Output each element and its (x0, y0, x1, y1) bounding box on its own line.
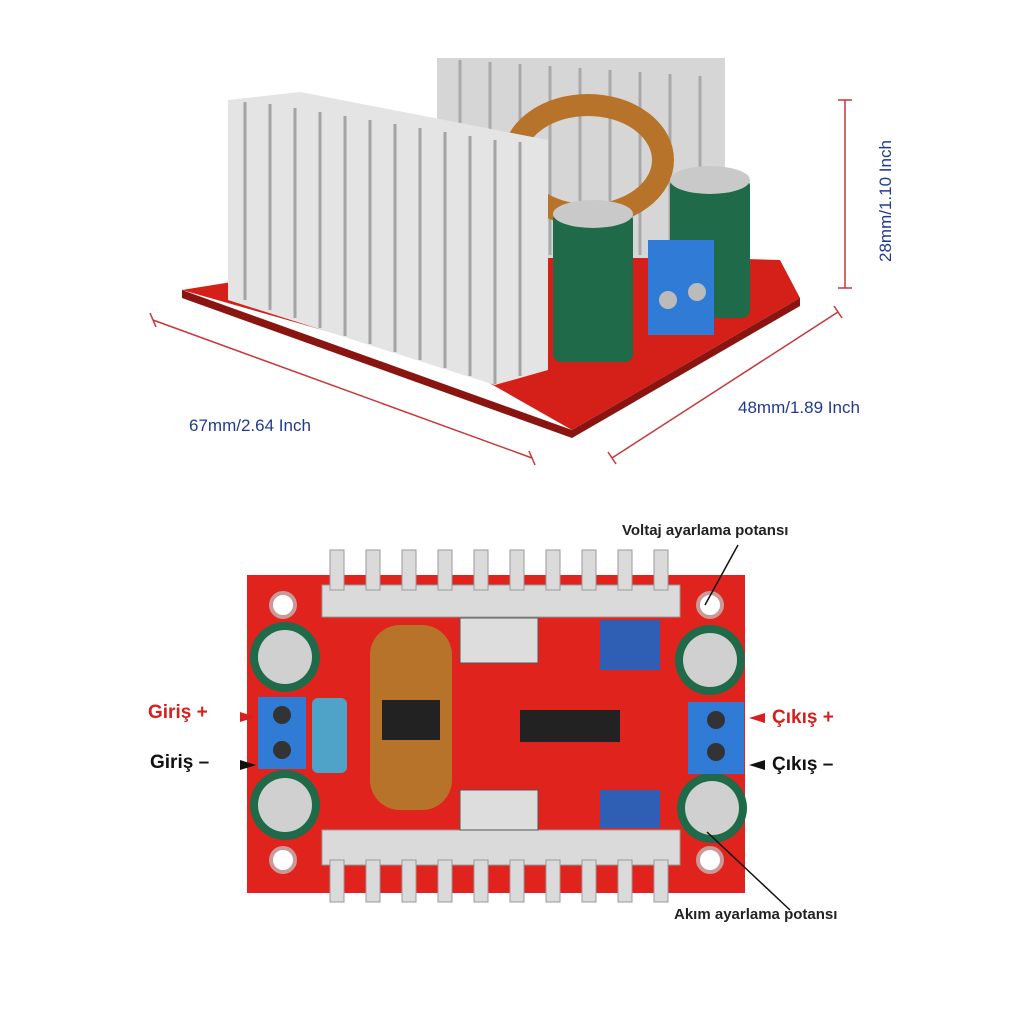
board-3d-view (182, 58, 800, 438)
capacitor-in-2 (250, 770, 320, 840)
input-minus-label: Giriş – (150, 752, 210, 773)
mosfet-2 (459, 789, 539, 831)
heatsink-bottom (321, 829, 681, 903)
terminal-block-3d (648, 240, 714, 335)
board-top-view (240, 544, 791, 911)
output-plus-label: Çıkış + (772, 707, 834, 728)
heatsink-front (228, 92, 548, 385)
heatsink-top (321, 549, 681, 618)
input-plus-label: Giriş + (148, 702, 208, 723)
input-terminal (258, 697, 306, 769)
mosfet-1 (459, 617, 539, 664)
current-pot (600, 790, 660, 828)
height-dimension-label: 28mm/1.10 Inch (876, 140, 895, 262)
capacitor-out-2 (677, 773, 747, 843)
width-dimension-label: 48mm/1.89 Inch (738, 398, 860, 417)
length-dimension-label: 67mm/2.64 Inch (189, 416, 311, 435)
capacitor-out-1 (675, 625, 745, 695)
dimension-lines (149, 99, 852, 466)
output-terminal (688, 702, 744, 774)
output-minus-label: Çıkış – (772, 754, 834, 775)
voltage-pot-label: Voltaj ayarlama potansı (622, 522, 789, 539)
capacitor-3d-1 (553, 200, 633, 362)
voltage-pot (600, 620, 660, 670)
ic-chip (520, 710, 620, 742)
current-pot-label: Akım ayarlama potansı (674, 906, 838, 923)
fuse (312, 698, 347, 773)
inductor-top (370, 625, 452, 810)
pointer-lines (704, 544, 791, 911)
capacitor-in-1 (250, 622, 320, 692)
